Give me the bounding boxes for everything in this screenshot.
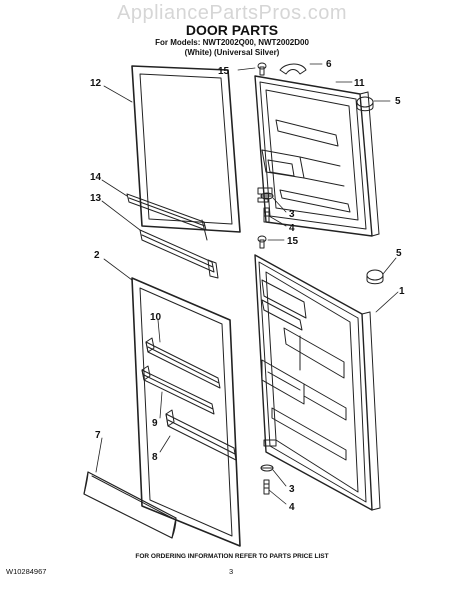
callout-15-middle: 15 <box>287 236 299 247</box>
callout-6: 6 <box>326 59 332 70</box>
page-title: DOOR PARTS <box>185 22 279 38</box>
callout-14: 14 <box>90 172 102 183</box>
page-number: 3 <box>229 567 234 576</box>
door-shelf-8 <box>165 409 237 461</box>
screw-top <box>257 62 267 76</box>
callout-2: 2 <box>94 250 100 261</box>
callout-9: 9 <box>152 418 158 429</box>
callout-7: 7 <box>95 430 101 441</box>
freezer-door-gasket <box>131 65 241 233</box>
plug-upper <box>356 96 374 112</box>
callout-10: 10 <box>150 312 162 323</box>
freezer-hinge-screw <box>263 207 270 223</box>
freezer-hinge-bushing <box>260 192 274 200</box>
callout-8: 8 <box>152 452 158 463</box>
handle-trim <box>279 63 307 75</box>
freezer-shelf-upper <box>126 193 208 241</box>
callout-12: 12 <box>90 78 102 89</box>
callout-4-upper: 4 <box>289 223 295 234</box>
freezer-shelf-lower <box>139 229 219 279</box>
callout-15-top: 15 <box>218 66 230 77</box>
colors-line: (White) (Universal Silver) <box>184 48 280 57</box>
fresh-food-door <box>254 254 381 511</box>
leader-lines <box>95 63 399 505</box>
watermark: AppliancePartsPros.com <box>117 2 347 24</box>
callout-4-lower: 4 <box>289 502 295 513</box>
door-shelf-9 <box>141 365 215 415</box>
lower-hinge-bushing <box>260 464 274 472</box>
callout-11: 11 <box>354 78 365 89</box>
fresh-food-door-gasket <box>131 277 241 547</box>
models-line: For Models: NWT2002Q00, NWT2002D00 <box>155 38 309 47</box>
callout-1: 1 <box>399 286 405 297</box>
callout-3-lower: 3 <box>289 484 295 495</box>
document-number: W10284967 <box>6 567 47 576</box>
freezer-door <box>254 75 380 237</box>
screw-middle <box>257 235 267 249</box>
callout-5-upper: 5 <box>395 96 401 107</box>
dairy-bin <box>83 471 177 539</box>
ordering-note: FOR ORDERING INFORMATION REFER TO PARTS … <box>135 553 329 560</box>
plug-lower <box>366 269 384 285</box>
callout-5-lower: 5 <box>396 248 402 259</box>
callout-3-upper: 3 <box>289 209 295 220</box>
door-shelf-10 <box>145 337 221 389</box>
lower-hinge-screw <box>263 479 270 495</box>
callout-13: 13 <box>90 193 102 204</box>
